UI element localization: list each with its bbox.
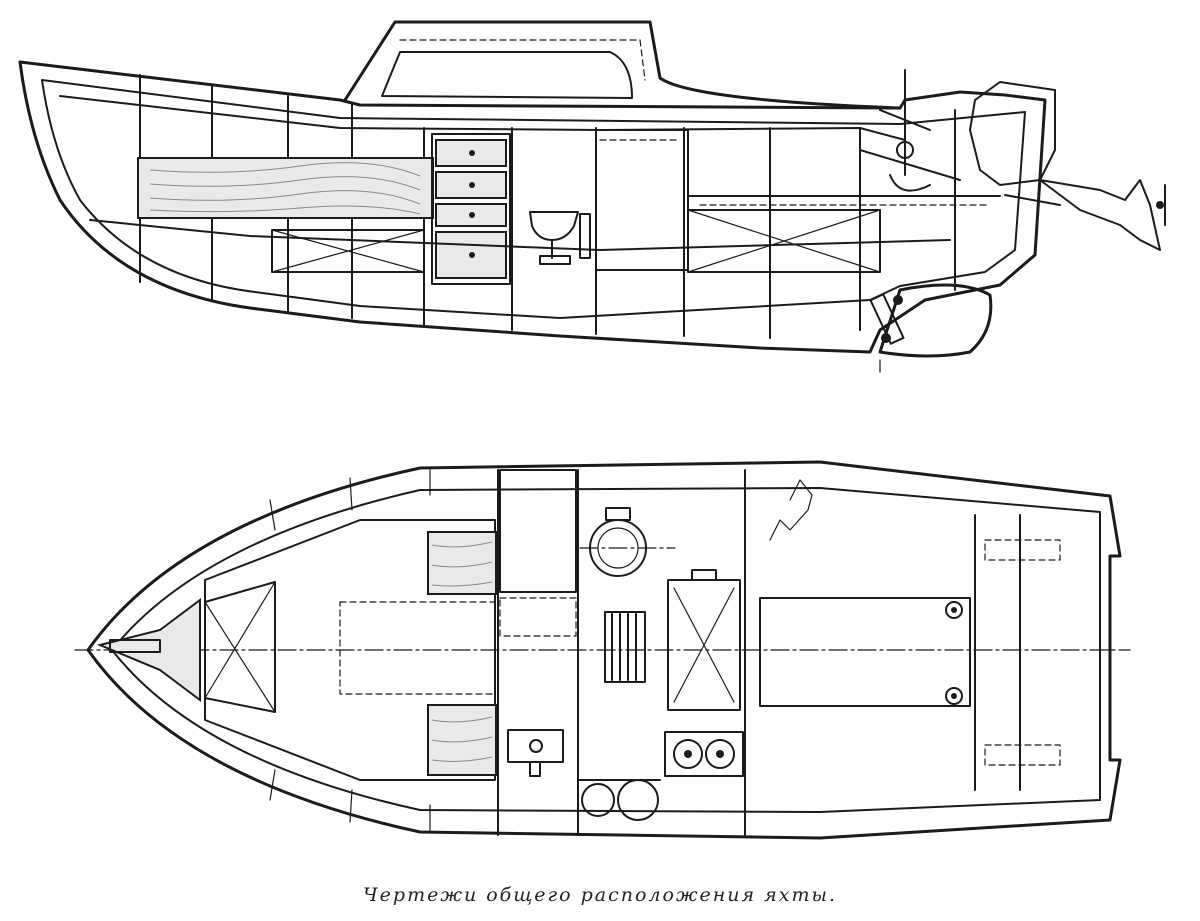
cabin-top xyxy=(343,20,902,110)
forward-locker xyxy=(271,229,425,273)
toilet-fixture xyxy=(529,211,591,265)
galley-sink xyxy=(507,729,564,777)
cabin-window xyxy=(381,51,633,99)
plan-hull-outer xyxy=(86,460,1122,840)
plan-view xyxy=(74,460,1131,840)
drawer-stack xyxy=(431,133,511,285)
engine-winch xyxy=(604,611,646,683)
forward-cabin-liner xyxy=(204,519,496,781)
bow-locker xyxy=(204,581,276,713)
hull-outer-profile xyxy=(18,60,1047,354)
plan-ribs xyxy=(269,469,431,831)
bow-fitting xyxy=(96,598,201,702)
toilet-plan xyxy=(579,507,676,577)
plan-hull-inner xyxy=(111,487,1101,813)
forward-floor-panel xyxy=(339,601,496,695)
tiller-assembly xyxy=(859,69,961,192)
aft-cockpit-seat xyxy=(595,129,689,271)
side-profile-view xyxy=(18,20,1166,373)
drawing-caption: Чертежи общего расположения яхты. xyxy=(363,884,837,906)
section-break-line xyxy=(769,479,813,541)
galley-stove xyxy=(664,731,744,777)
heads-compartment xyxy=(499,469,577,593)
cockpit-sole-panel xyxy=(759,597,971,707)
keel-bolts xyxy=(869,293,905,345)
outboard-motor xyxy=(969,81,1166,251)
cabin-inner-line xyxy=(399,39,646,81)
plan-bulkheads xyxy=(497,469,1021,836)
side-stringer xyxy=(89,219,951,251)
yacht-general-arrangement-drawing xyxy=(18,20,1166,840)
gas-bottles xyxy=(577,779,661,821)
forward-berth-grain xyxy=(149,162,421,215)
cockpit-drains xyxy=(945,601,963,705)
keel-fin xyxy=(878,283,993,358)
berth-panel-starboard xyxy=(427,704,497,776)
